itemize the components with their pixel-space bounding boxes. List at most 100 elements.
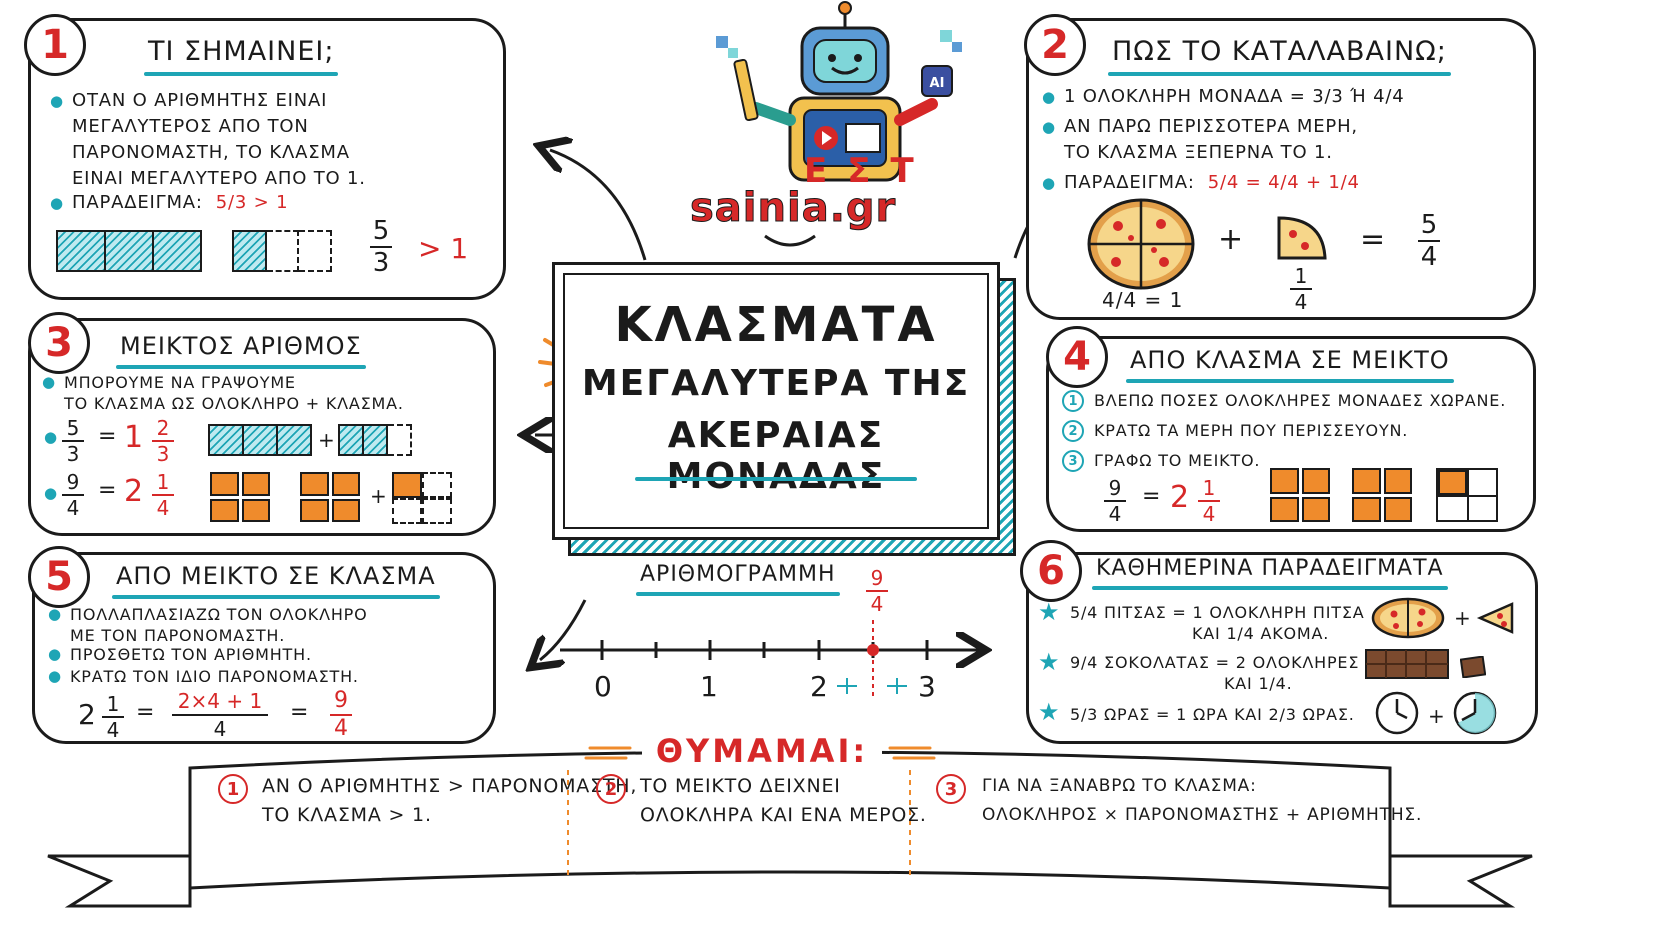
logo-letters: ΕΣΤ (804, 151, 934, 191)
s1-greater-than: > 1 (418, 232, 469, 265)
s2-plus: + (1218, 222, 1244, 257)
section-1-number: 1 (24, 14, 86, 76)
numberline-heading: ΑΡΙΘΜΟΓΡΑΜΜΗ (636, 562, 840, 596)
numberline-label-1: 1 (700, 670, 718, 703)
remember-badge-3: 3 (936, 774, 966, 804)
s3-ex1-whole: 1 (124, 420, 144, 455)
s2-bullet-3: ΠΑΡΑΔΕΙΓΜΑ: 5/4 = 4/4 + 1/4 (1042, 170, 1360, 196)
s2-bullet-2: ΑΝ ΠΑΡΩ ΠΕΡΙΣΣΟΤΕΡΑ ΜΕΡΗ,ΤΟ ΚΛΑΣΜΑ ΞΕΠΕΡ… (1042, 114, 1358, 166)
s3-ex1-whole-bar (208, 424, 312, 456)
s4-step-2-badge: 2 (1062, 420, 1084, 442)
section-3-heading: ΜΕΙΚΤΟΣ ΑΡΙΘΜΟΣ (116, 332, 366, 369)
s3-ex1-part-bar (338, 424, 412, 456)
numberline-axis (560, 620, 995, 700)
remember-heading: ΘΥΜΑΜΑΙ: (642, 732, 882, 770)
title-card-face: ΚΛΑΣΜΑΤΑ ΜΕΓΑΛΥΤΕΡΑ ΤΗΣ ΑΚΕΡΑΙΑΣ ΜΟΝΑΔΑΣ (552, 262, 1000, 540)
s6-star-1: ★ (1038, 598, 1060, 626)
s1-whole-bar (56, 230, 202, 272)
numberline-label-0: 0 (594, 670, 612, 703)
s3-ex2-grid-a (210, 472, 270, 522)
title-line-2: ΜΕΓΑΛΥΤΕΡΑ ΤΗΣ (581, 363, 971, 404)
s3-ex2-grid-c (392, 472, 452, 524)
s2-equals: = (1360, 222, 1386, 257)
s3-ex2-plus: + (370, 484, 387, 508)
pizza-icon (1371, 597, 1445, 639)
s5-bullet-3: ΚΡΑΤΩ ΤΟΝ ΙΔΙΟ ΠΑΡΟΝΟΜΑΣΤΗ. (48, 666, 359, 687)
s4-step-1: ΒΛΕΠΩ ΠΟΣΕΣ ΟΛΟΚΛΗΡΕΣ ΜΟΝΑΔΕΣ ΧΩΡΑΝΕ. (1094, 391, 1507, 410)
robot-mascot-icon: AI ΕΣΤ (716, 1, 962, 191)
section-4-number: 4 (1046, 326, 1108, 388)
section-2-number: 2 (1024, 14, 1086, 76)
ai-badge: AI (930, 76, 945, 91)
ribbon-banner (47, 746, 1533, 908)
remember-badge-2: 2 (596, 774, 626, 804)
title-underline (635, 477, 917, 481)
section-6-box (1026, 552, 1538, 744)
section-5-heading: ΑΠΟ ΜΕΙΚΤΟ ΣΕ ΚΛΑΣΜΑ (112, 562, 440, 599)
section-3-number: 3 (28, 312, 90, 374)
s2-bullet-1: 1 ΟΛΟΚΛΗΡΗ ΜΟΝΑΔΑ = 3/3 Ή 4/4 (1042, 84, 1404, 110)
section-4-heading: ΑΠΟ ΚΛΑΣΜΑ ΣΕ ΜΕΙΚΤΟ (1126, 346, 1454, 383)
s5-equals-1: = (136, 700, 155, 725)
s4-grid-c (1436, 468, 1498, 522)
section-5-number: 5 (28, 546, 90, 608)
logo-text: sainia.gr (690, 185, 897, 232)
chocolate-bar-icon (1365, 649, 1449, 679)
chocolate-piece-icon (1460, 656, 1486, 678)
s3-ex2-bullet: ● (44, 484, 58, 502)
arrow-to-s5 (540, 599, 587, 660)
s2-pizza-caption: 4/4 = 1 (1102, 288, 1184, 312)
logo-smile (764, 234, 816, 247)
s4-step-3: ΓΡΑΦΩ ΤΟ ΜΕΙΚΤΟ. (1094, 451, 1261, 470)
section-1-heading: ΤΙ ΣΗΜΑΙΝΕΙ; (144, 36, 339, 76)
s4-step-1-badge: 1 (1062, 390, 1084, 412)
section-2-heading: ΠΩΣ ΤΟ ΚΑΤΑΛΑΒΑΙΝΩ; (1108, 36, 1451, 76)
s4-equals: = (1142, 484, 1161, 509)
s5-equals-2: = (290, 700, 309, 725)
whole-pizza-icon (1087, 198, 1195, 290)
s6-item-3: 5/3 ΩΡΑΣ = 1 ΩΡΑ ΚΑΙ 2/3 ΩΡΑΣ. (1070, 705, 1355, 724)
s5-bullet-2: ΠΡΟΣΘΕΤΩ ΤΟΝ ΑΡΙΘΜΗΤΗ. (48, 644, 312, 665)
numberline-label-2: 2 (810, 670, 828, 703)
s4-step-3-badge: 3 (1062, 450, 1084, 472)
clock-full-icon (1375, 691, 1419, 735)
s6-star-3: ★ (1038, 698, 1060, 726)
s3-ex1-equals: = (98, 424, 117, 449)
s4-grid-b (1352, 468, 1412, 522)
title-line-1: ΚΛΑΣΜΑΤΑ (614, 297, 938, 353)
s5-whole: 2 (78, 698, 96, 731)
section-6-number: 6 (1020, 540, 1082, 602)
s3-ex1-bullet: ● (44, 428, 58, 446)
s3-ex1-plus: + (318, 428, 335, 452)
s3-ex2-grid-b (300, 472, 360, 522)
s1-part-bar (232, 230, 333, 272)
s4-grid-a (1270, 468, 1330, 522)
s4-whole: 2 (1170, 480, 1190, 515)
clock-partial-icon (1453, 691, 1497, 735)
s3-ex2-equals: = (98, 478, 117, 503)
arrow-to-s1 (550, 150, 647, 261)
remember-item-3: ΓΙΑ ΝΑ ΞΑΝΑΒΡΩ ΤΟ ΚΛΑΣΜΑ:ΟΛΟΚΛΗΡΟΣ × ΠΑΡ… (982, 776, 1423, 825)
remember-badge-1: 1 (218, 774, 248, 804)
title-line-3: ΑΚΕΡΑΙΑΣ ΜΟΝΑΔΑΣ (666, 415, 886, 497)
s4-step-2: ΚΡΑΤΩ ΤΑ ΜΕΡΗ ΠΟΥ ΠΕΡΙΣΣΕΥΟΥΝ. (1094, 421, 1409, 440)
section-6-heading: ΚΑΘΗΜΕΡΙΝΑ ΠΑΡΑΔΕΙΓΜΑΤΑ (1092, 556, 1448, 590)
s6-plus-1: + (1454, 606, 1471, 630)
pizza-slice-icon (1277, 216, 1327, 260)
